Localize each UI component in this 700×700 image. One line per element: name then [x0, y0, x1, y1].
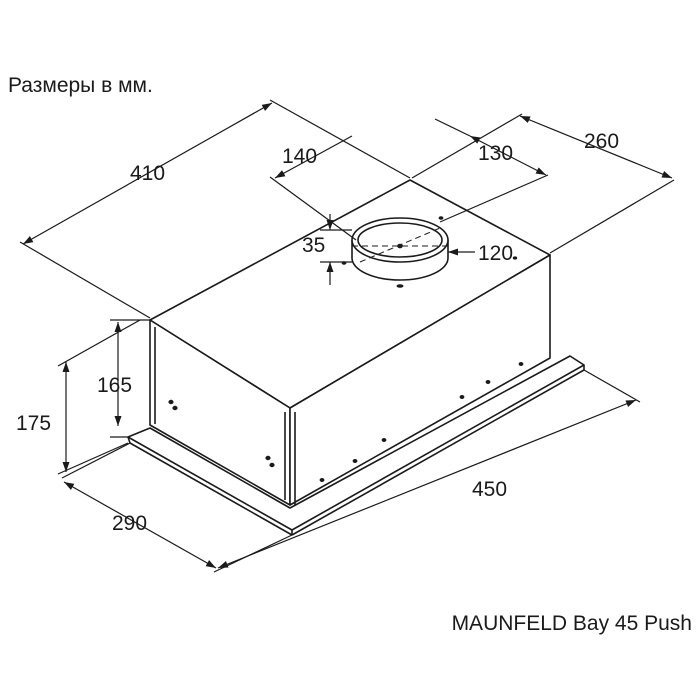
dim-label-130: 130 [478, 142, 513, 165]
dim-label-120: 120 [478, 242, 513, 265]
mounting-hole [459, 395, 465, 399]
dim-label-410: 410 [130, 162, 165, 185]
mounting-hole [352, 459, 358, 463]
dim-line-260 [519, 115, 673, 179]
dim-line-290 [63, 481, 217, 569]
mounting-hole [269, 462, 275, 468]
duct-collar-inner [357, 222, 443, 258]
duct-collar [351, 217, 449, 281]
dim-line-450 [217, 399, 637, 569]
mounting-hole [265, 455, 271, 461]
dim-label-175: 175 [16, 412, 51, 435]
dim-label-260: 260 [584, 130, 619, 153]
mounting-hole [319, 478, 325, 482]
mounting-hole [485, 380, 491, 384]
units-caption: Размеры в мм. [8, 74, 153, 97]
dim-line-130 [469, 135, 547, 176]
dim-label-140: 140 [282, 145, 317, 168]
top-hole [438, 216, 444, 220]
dim-line-410 [22, 102, 273, 245]
dim-label-35: 35 [302, 234, 325, 257]
mounting-hole [518, 362, 524, 366]
top-hole [396, 284, 404, 288]
mounting-hole [381, 438, 387, 442]
dim-label-290: 290 [112, 512, 147, 535]
model-caption: MAUNFELD Bay 45 Push [451, 612, 692, 635]
dim-label-450: 450 [472, 478, 507, 501]
dimension-lines [19, 99, 675, 573]
top-hole [512, 256, 518, 260]
mounting-hole [172, 405, 178, 411]
mounting-hole [168, 399, 174, 405]
dim-line-140 [274, 135, 353, 179]
dim-label-165: 165 [97, 374, 132, 397]
